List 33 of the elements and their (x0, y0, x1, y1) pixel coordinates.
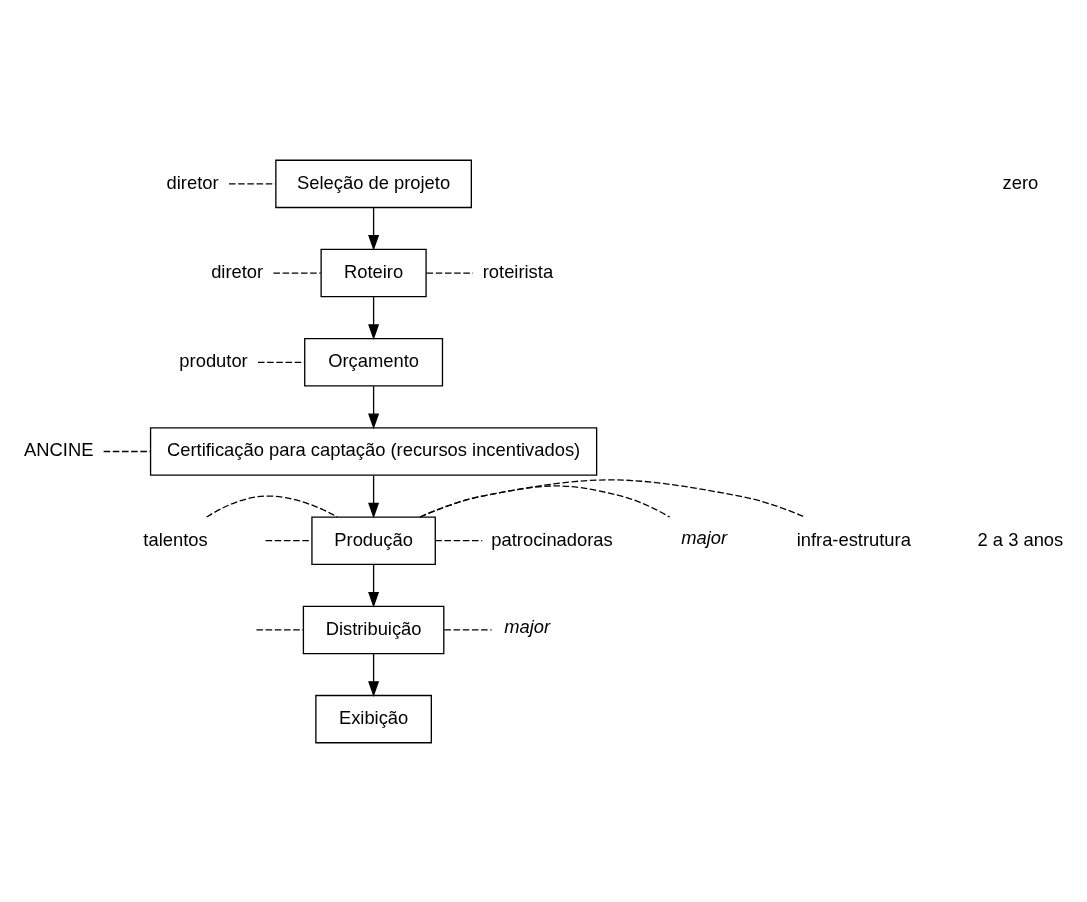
node-text: major (504, 615, 551, 637)
node-box: Certificação para captação (recursos incentivados) (149, 426, 598, 476)
node-box: Distribuição (302, 605, 445, 654)
node-box: Orçamento (304, 337, 444, 387)
connector (102, 450, 152, 452)
node-text: diretor (166, 171, 219, 193)
node-box: Produção (311, 515, 436, 565)
connector (264, 539, 313, 541)
connector (434, 539, 483, 541)
node-text: infra-estrutura (796, 528, 911, 550)
arrow (368, 474, 380, 518)
node-text: produtor (179, 349, 248, 371)
label: zero (1002, 171, 1039, 193)
node-text: patrocinadoras (491, 528, 613, 550)
arrow (368, 296, 380, 340)
label: 2 a 3 anos (977, 528, 1064, 550)
arrow (368, 206, 380, 251)
node-text: talentos (143, 528, 208, 550)
connector (272, 271, 322, 274)
connector (255, 628, 304, 631)
connector (419, 484, 671, 518)
connector (419, 478, 806, 518)
arrow (368, 563, 380, 608)
node-text: diretor (211, 260, 264, 282)
node-box: Exibição (315, 694, 432, 743)
node-text: roteirista (482, 260, 554, 282)
node-text: ANCINE (24, 438, 94, 460)
arrow (368, 385, 380, 429)
connector (443, 628, 493, 631)
node-box: Seleção de projeto (275, 159, 472, 208)
node-box: Roteiro (320, 248, 427, 297)
arrow (368, 652, 380, 697)
node-text: major (681, 526, 728, 548)
